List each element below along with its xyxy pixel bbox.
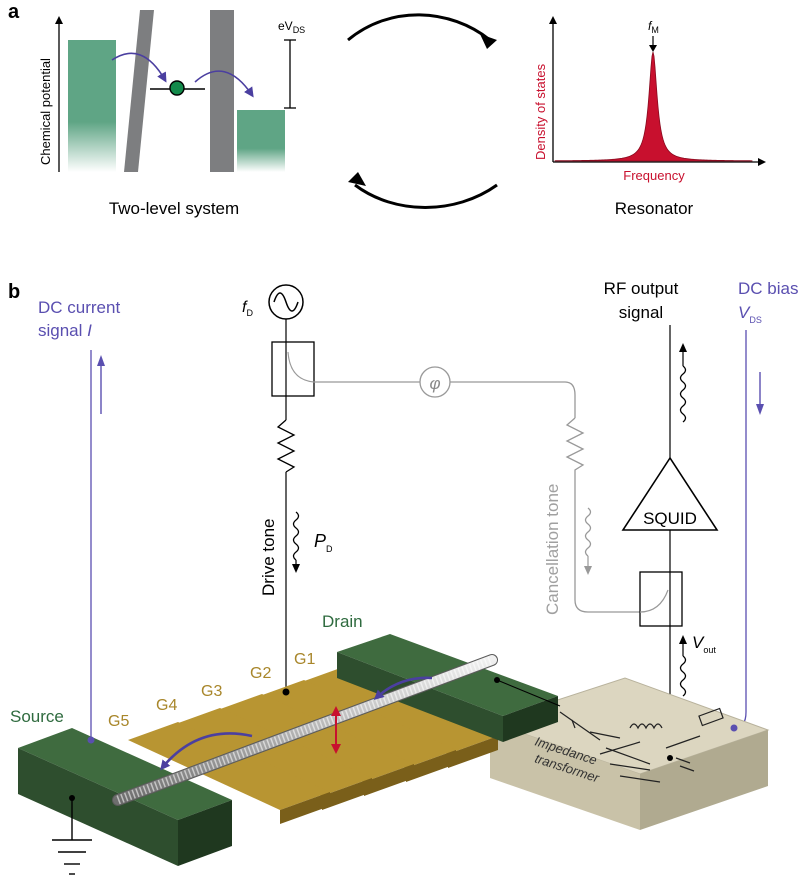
- right-tunnel-barrier: [210, 10, 234, 172]
- chemical-potential-axis-label: Chemical potential: [38, 58, 53, 165]
- phase-shifter-label: φ: [429, 374, 440, 393]
- cancellation-wire-b: [450, 381, 576, 418]
- source-electrode: [18, 728, 232, 866]
- transformer-circuit: [559, 707, 724, 783]
- gate-g3: [212, 694, 414, 782]
- gate-g4: [170, 708, 372, 796]
- gate-g5: [128, 722, 330, 810]
- cancellation-wave-icon: [584, 507, 592, 557]
- source-current-node: [87, 736, 95, 744]
- vout-arrowhead: [679, 635, 687, 644]
- cycle-arrow-top: [347, 13, 491, 42]
- drain-contact-node: [494, 677, 500, 683]
- two-level-diagram: Chemical potential eVDS Two-level system: [38, 10, 305, 218]
- impedance-transformer: Impedance transformer: [488, 677, 770, 830]
- ground-icon: [52, 798, 92, 875]
- panel-b-label: b: [8, 281, 20, 303]
- drive-frequency-label: fD: [242, 299, 253, 318]
- drive-attenuator: [276, 419, 296, 473]
- drain-label: Drain: [322, 612, 363, 631]
- rf-output-wave-icon: [679, 365, 687, 423]
- gate-g1: [296, 666, 498, 754]
- cycle-arrow-bottom: [354, 183, 498, 209]
- drive-wave-icon: [292, 511, 300, 561]
- bias-node: [730, 724, 738, 732]
- dc-bias-label: DC bias: [738, 279, 798, 298]
- gate-g2: [254, 680, 456, 768]
- frequency-axis-label: Frequency: [623, 168, 685, 183]
- gate-array: [128, 666, 498, 824]
- vibration-arrowhead-up: [331, 706, 341, 716]
- peak-frequency-label: fM: [648, 19, 659, 35]
- gate-label-g4: G4: [156, 697, 177, 714]
- output-node: [667, 755, 673, 761]
- coupler-branch-bottom: [639, 589, 669, 613]
- cancellation-arrowhead: [584, 566, 592, 575]
- resonance-peak: [554, 51, 753, 162]
- cancellation-attenuator: [565, 417, 640, 613]
- dc-current-label: DC current: [38, 298, 120, 317]
- gate-label-g2: G2: [250, 665, 271, 682]
- drain-wire: [496, 679, 561, 707]
- dc-bias-arrowhead: [756, 404, 764, 415]
- drain-fermi-sea: [237, 110, 285, 172]
- coupler-branch-top: [287, 351, 315, 383]
- squid-label: SQUID: [643, 509, 697, 528]
- tunnel-arrow-in: [111, 52, 167, 83]
- resonator-caption: Resonator: [615, 199, 694, 218]
- drive-tone-label: Drive tone: [259, 519, 278, 596]
- resonator-diagram: Density of states fM Frequency Resonator: [533, 16, 766, 218]
- vibration-arrowhead-down: [331, 744, 341, 754]
- electron-flow-arrow-source: [160, 732, 253, 771]
- panel-a: a Chemical potential eVDS Two-level syst…: [8, 1, 766, 218]
- cancellation-tone-label: Cancellation tone: [543, 484, 562, 615]
- peak-pointer-head: [649, 45, 657, 52]
- dc-bias-wire: [733, 330, 747, 729]
- bias-energy-label: eVDS: [278, 19, 305, 35]
- dc-current-arrowhead: [97, 355, 105, 366]
- left-tunnel-barrier: [124, 10, 154, 172]
- panel-a-label: a: [8, 1, 20, 23]
- gate-label-g1: G1: [294, 651, 315, 668]
- tunnel-arrow-out: [194, 70, 254, 98]
- electron-dot: [169, 80, 185, 96]
- electron-flow-arrow-drain: [373, 676, 433, 701]
- panel-b: b DC current signal I fD φ Cancellation …: [8, 279, 798, 875]
- density-of-states-label: Density of states: [533, 63, 548, 160]
- dc-bias-symbol: VDS: [738, 303, 762, 325]
- source-label: Source: [10, 707, 64, 726]
- vout-wave-icon: [679, 655, 687, 697]
- bias-bracket: [284, 39, 296, 109]
- cycle-arrowhead-bottom: [348, 172, 366, 186]
- rf-output-label: RF output: [604, 279, 679, 298]
- rf-output-label-line2: signal: [619, 303, 663, 322]
- source-fermi-sea: [68, 40, 116, 172]
- gate-label-g5: G5: [108, 713, 129, 730]
- drive-arrowhead: [292, 564, 300, 573]
- two-level-caption: Two-level system: [109, 199, 239, 218]
- dc-current-label-line2: signal I: [38, 321, 92, 340]
- carbon-nanotube: [112, 654, 498, 806]
- drive-power-label: PD: [314, 531, 333, 554]
- sine-wave-icon: [273, 292, 299, 312]
- cycle-arrowhead-top: [480, 34, 497, 49]
- directional-coupler-bottom: [639, 571, 683, 627]
- vout-label: Vout: [692, 633, 716, 655]
- rf-output-arrowhead: [679, 343, 687, 352]
- gate-label-g3: G3: [201, 683, 222, 700]
- drive-contact-node: [282, 688, 290, 696]
